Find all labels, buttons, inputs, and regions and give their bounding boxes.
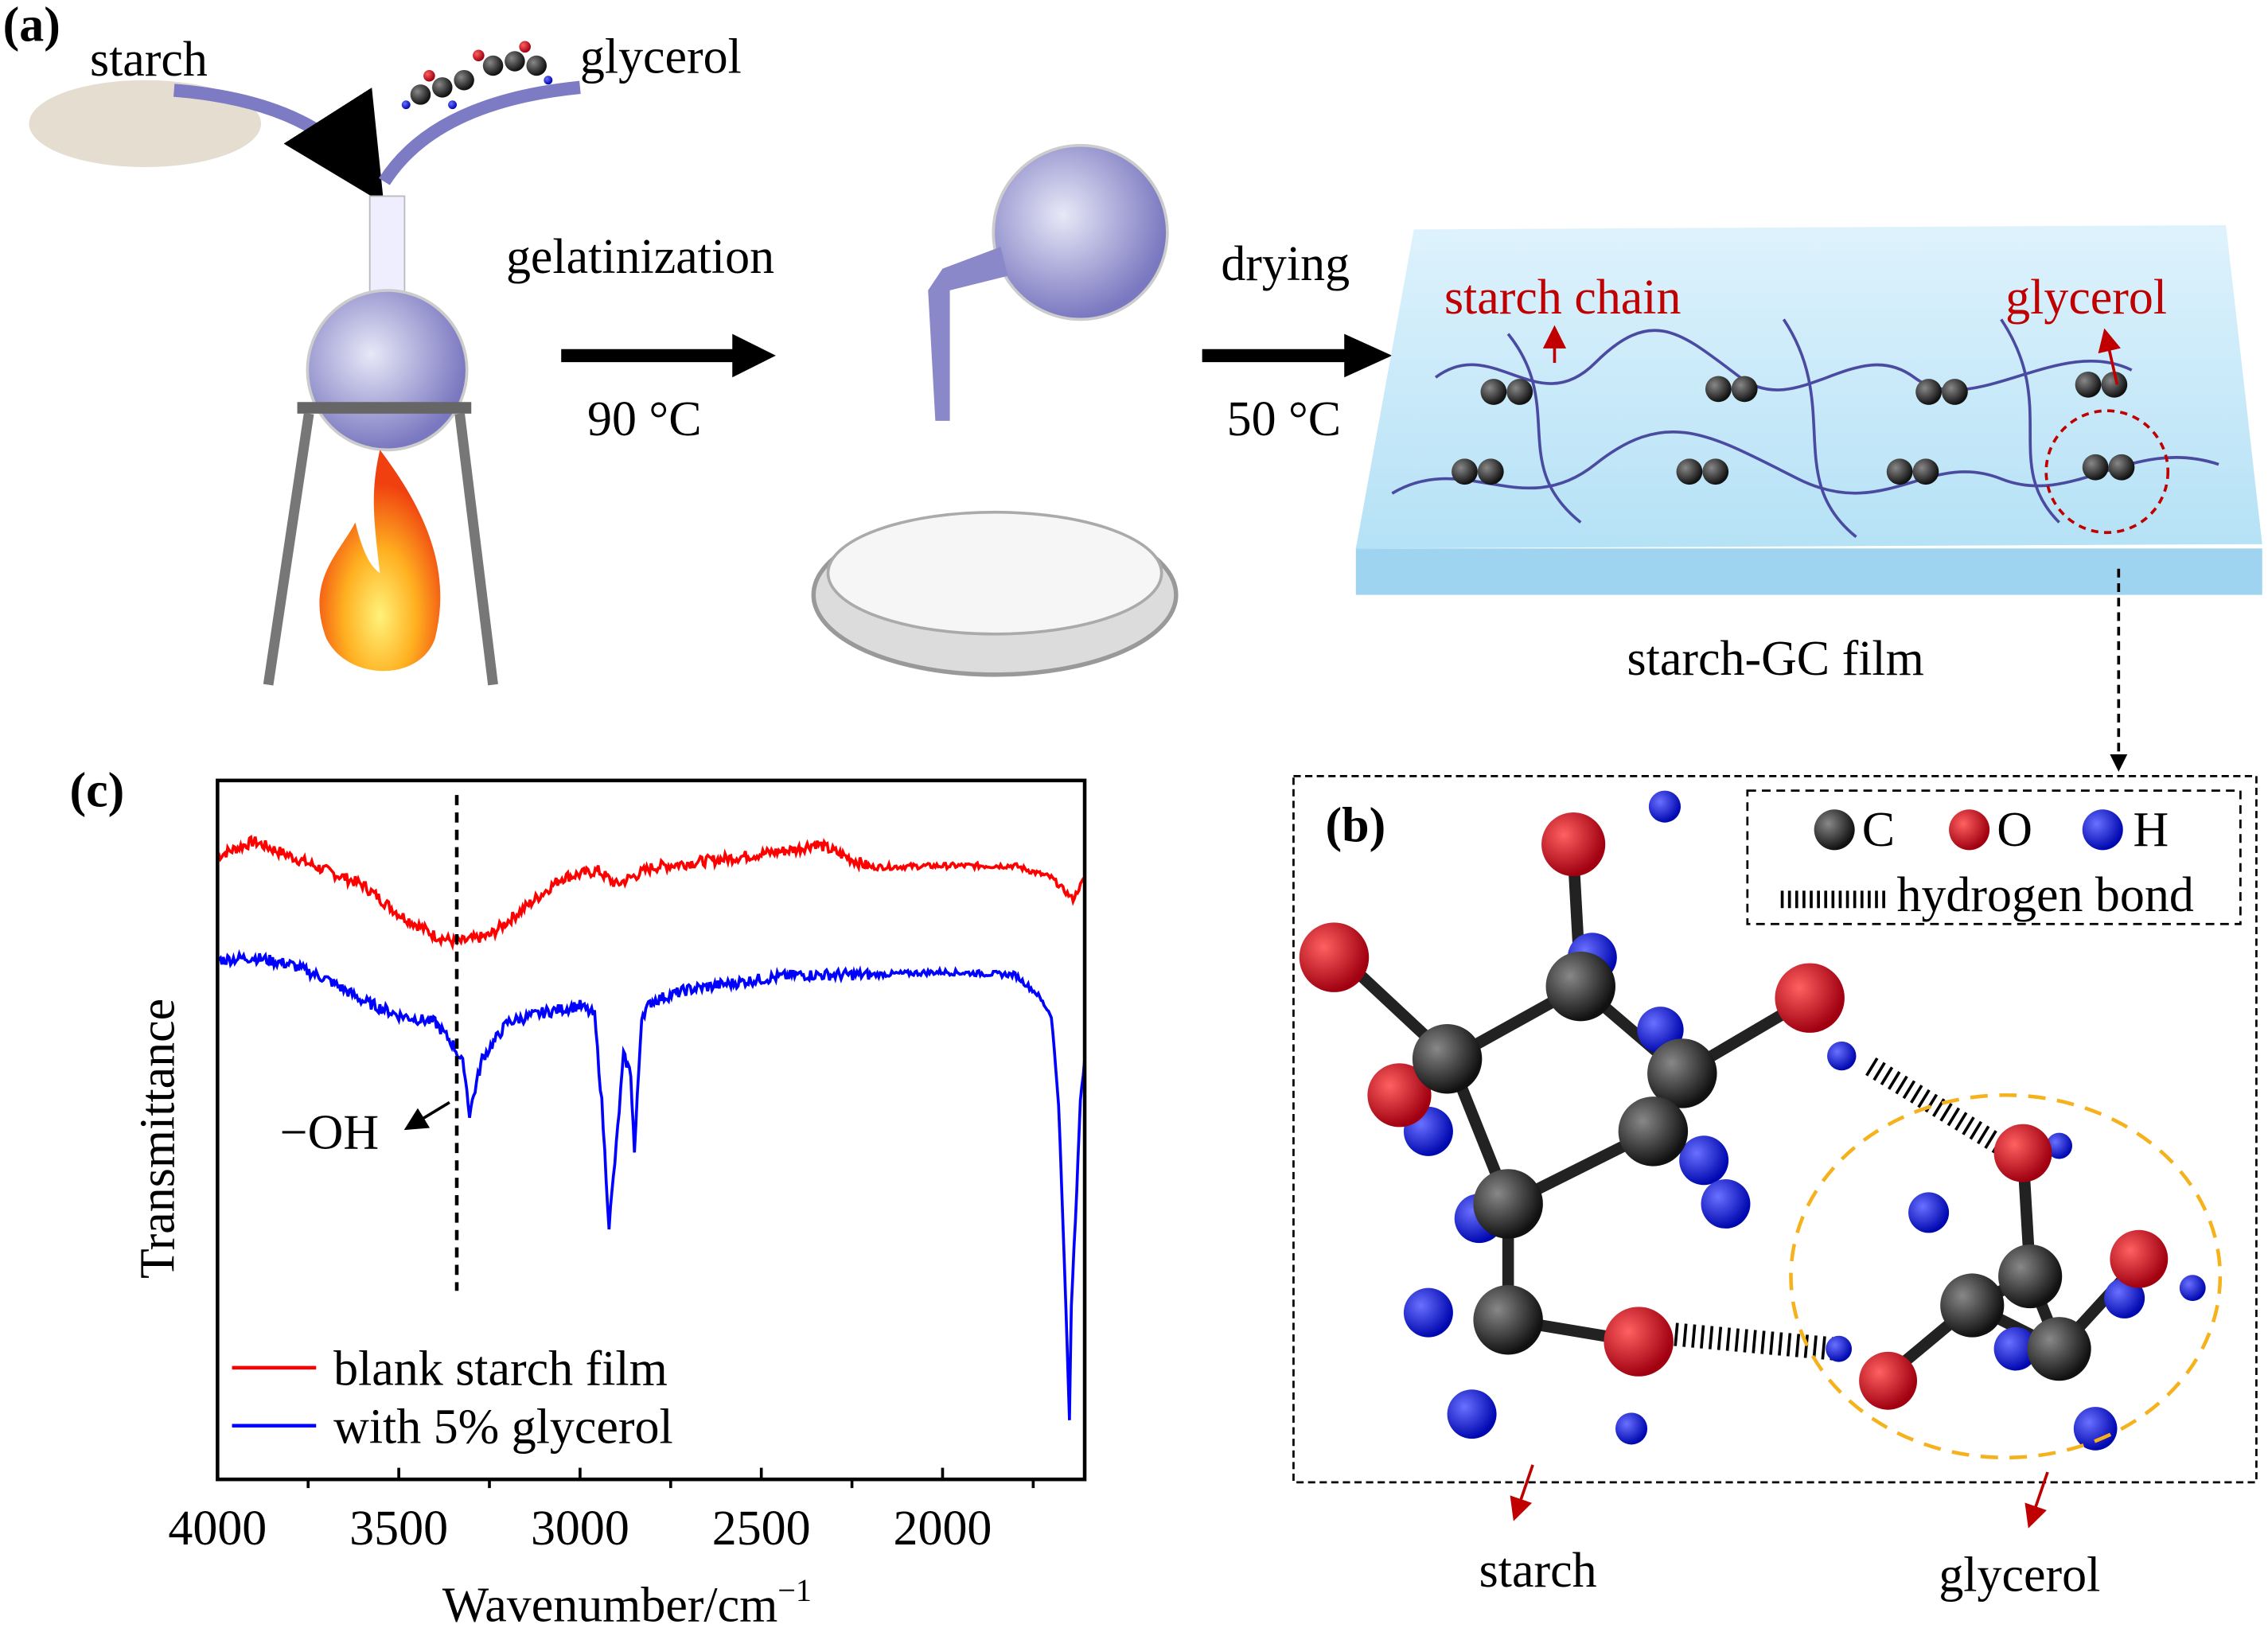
carbon-atom-icon xyxy=(1814,809,1855,851)
oh-annotation: −OH xyxy=(280,1106,379,1160)
legend-label: blank starch film xyxy=(333,1342,668,1396)
panel-b-label: (b) xyxy=(1326,798,1386,852)
series-line-glycerol xyxy=(216,948,1086,1420)
starch-chain-label: starch chain xyxy=(1444,271,1682,325)
legend-label: with 5% glycerol xyxy=(333,1400,673,1455)
starch-gc-film-image xyxy=(1355,224,2262,595)
panel-c-label: (c) xyxy=(69,764,124,818)
drying-label: drying xyxy=(1221,237,1350,291)
x-tick-label: 4000 xyxy=(168,1502,267,1556)
legend-c: C xyxy=(1862,803,1895,857)
panel-b: (b) C O H hydrogen bond xyxy=(1292,775,2258,1602)
temp-90-label: 90 °C xyxy=(587,392,702,446)
curved-arrow-glycerol xyxy=(378,80,581,185)
oxygen-atom-icon xyxy=(1949,809,1990,851)
arrow-head xyxy=(1344,333,1393,378)
x-axis-label-text: Wavenumber/cm xyxy=(442,1579,778,1632)
glycerol-pointer xyxy=(2024,1471,2049,1529)
glycerol-molecules-image xyxy=(401,41,553,110)
petri-dish-image xyxy=(811,510,1179,677)
glycerol-film-label: glycerol xyxy=(2005,271,2167,325)
starch-label: starch xyxy=(90,33,208,87)
legend-o: O xyxy=(1997,803,2032,857)
starch-powder-image xyxy=(29,80,262,168)
series-line-blank-starch xyxy=(216,834,1086,952)
gelatinization-label: gelatinization xyxy=(506,230,774,284)
curved-arrow-starch xyxy=(173,84,384,204)
panel-b-frame xyxy=(1292,775,2258,1484)
y-axis-label: Transmittance xyxy=(131,999,185,1279)
x-tick-label: 2000 xyxy=(894,1502,992,1556)
hydrogen-atom-icon xyxy=(2082,809,2123,851)
glycerol-label: glycerol xyxy=(580,30,742,84)
panel-c: (c) 4000 3500 3000 2500 2000 −OH blank starc… xyxy=(69,764,1087,1632)
zoom-connector-arrowhead xyxy=(2110,754,2128,772)
glycerol-highlight-circle xyxy=(2044,409,2170,535)
arrow-head xyxy=(732,333,776,378)
hydrogen-bond xyxy=(1674,1322,1836,1361)
starch-label-b: starch xyxy=(1479,1544,1597,1598)
oh-pointer-arrow xyxy=(403,1100,450,1131)
x-tick-label: 3000 xyxy=(531,1502,629,1556)
film-label: starch-GC film xyxy=(1627,632,1924,686)
glycerol-highlight-ellipse xyxy=(1789,1093,2223,1460)
pouring-flask-image xyxy=(928,143,1169,421)
ftir-chart: 4000 3500 3000 2500 2000 −OH blank starch fi… xyxy=(131,778,1087,1632)
x-tick-label: 3500 xyxy=(349,1502,448,1556)
plot-frame xyxy=(216,778,1087,1482)
panel-a: (a) starch glycerol gelatinization 90 °C xyxy=(3,0,2262,772)
atom-legend: C O H hydrogen bond xyxy=(1746,789,2242,925)
panel-a-label: (a) xyxy=(3,0,60,53)
x-axis-label-sup: −1 xyxy=(777,1572,812,1608)
legend-hbond: hydrogen bond xyxy=(1897,868,2194,922)
flask-on-burner-image xyxy=(263,195,498,686)
legend-h: H xyxy=(2134,803,2169,857)
glycerol-label-b: glycerol xyxy=(1939,1548,2100,1602)
x-tick-label: 2500 xyxy=(712,1502,811,1556)
hydrogen-bond xyxy=(1865,1057,2007,1155)
glycerol-pointer xyxy=(2098,328,2121,385)
chart-legend: blank starch film with 5% glycerol xyxy=(232,1342,673,1455)
temp-50-label: 50 °C xyxy=(1227,392,1342,446)
x-axis-label: Wavenumber/cm−1 xyxy=(442,1572,812,1632)
starch-pointer xyxy=(1510,1464,1534,1521)
molecule-model xyxy=(1299,790,2206,1451)
